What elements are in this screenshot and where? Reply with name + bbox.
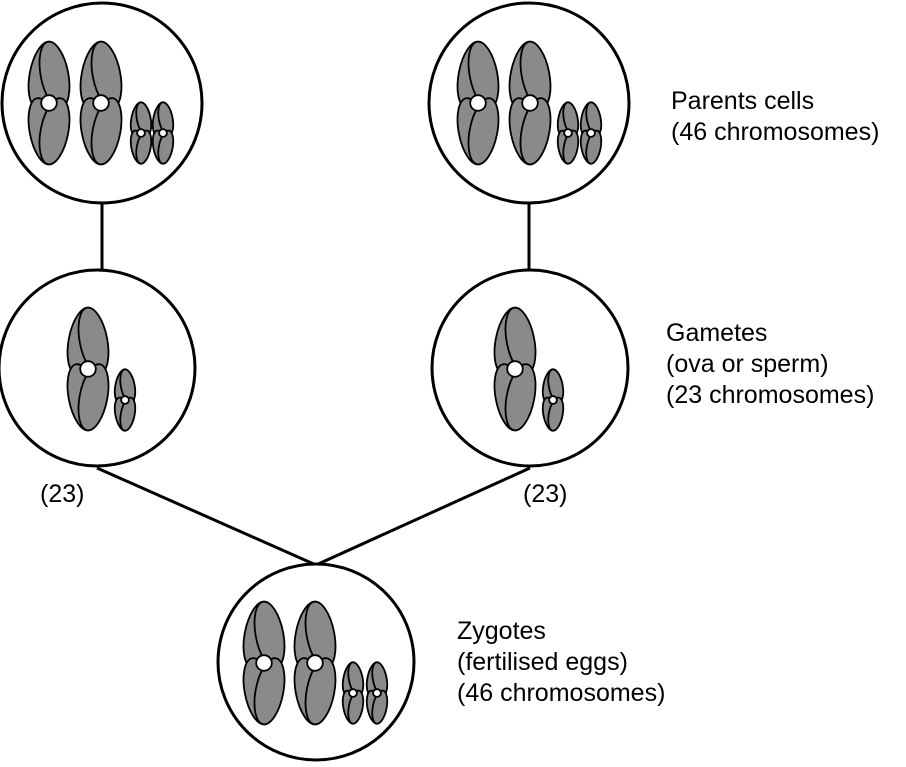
- parent-cell-right-chromosome-2: [508, 40, 552, 166]
- gamete-cell-left-chromosome-1: [66, 306, 110, 432]
- label-zygotes-line-2: (fertilised eggs): [457, 648, 628, 676]
- gamete-cell-right-chromosome-1: [493, 306, 537, 432]
- gamete-cell-right: [430, 268, 630, 468]
- parent-cell-left: [0, 1, 204, 205]
- gamete-cell-left: [0, 268, 197, 468]
- label-zygotes-line-3: (46 chromosomes): [457, 679, 666, 707]
- gamete-count-left: (23): [40, 480, 85, 508]
- label-parents-line-1: Parents cells: [671, 87, 815, 115]
- zygote-cell-chromosome-3: [341, 661, 365, 725]
- parent-cell-right: [427, 1, 631, 205]
- label-gametes: Gametes (ova or sperm) (23 chromosomes): [666, 318, 874, 411]
- gamete-cell-right-chromosome-2: [541, 368, 565, 432]
- gamete-cell-left-chromosome-2: [113, 368, 137, 432]
- zygote-cell-chromosome-4: [365, 661, 389, 725]
- label-gametes-line-1: Gametes: [666, 319, 768, 347]
- parent-cell-left-chromosome-1: [27, 40, 71, 166]
- parent-cell-right-chromosome-3: [556, 101, 580, 165]
- parent-cell-left-chromosome-2: [79, 40, 123, 166]
- label-zygotes: Zygotes (fertilised eggs) (46 chromosome…: [457, 616, 665, 709]
- parent-cell-left-chromosome-4: [151, 101, 175, 165]
- label-gametes-line-3: (23 chromosomes): [666, 381, 875, 409]
- label-gametes-line-2: (ova or sperm): [666, 350, 829, 378]
- gamete-count-right: (23): [523, 480, 568, 508]
- label-parents-line-2: (46 chromosomes): [671, 118, 880, 146]
- zygote-cell-chromosome-2: [293, 600, 337, 726]
- parent-cell-left-chromosome-3: [129, 101, 153, 165]
- connector-gamete-left-to-zygote: [96, 466, 317, 567]
- zygote-cell-chromosome-1: [242, 600, 286, 726]
- label-parents: Parents cells (46 chromosomes): [671, 86, 879, 148]
- label-zygotes-line-1: Zygotes: [457, 617, 546, 645]
- parent-cell-right-chromosome-1: [456, 40, 500, 166]
- zygote-cell: [216, 562, 416, 762]
- connector-gamete-right-to-zygote: [315, 466, 531, 567]
- parent-cell-right-chromosome-4: [579, 101, 603, 165]
